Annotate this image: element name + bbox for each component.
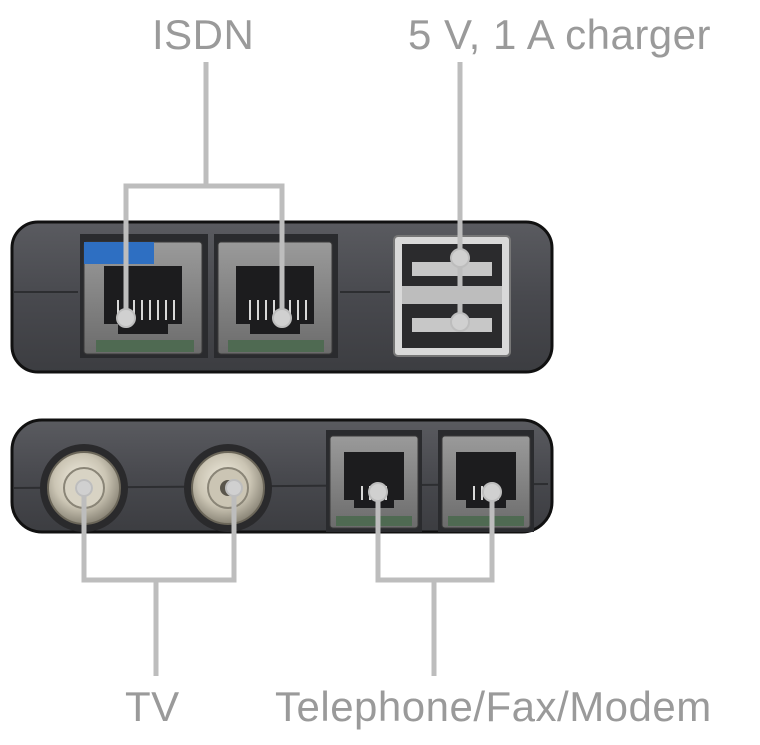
phone-leader-dots	[368, 482, 502, 502]
isdn-port	[80, 234, 208, 358]
tv-leader-lines	[81, 488, 237, 676]
charger-label: 5 V, 1 A charger	[408, 11, 712, 58]
rj11-port	[438, 430, 534, 532]
tv-label: TV	[125, 683, 180, 730]
bottom-panel	[10, 418, 554, 534]
telephone-fax-modem-label: Telephone/Fax/Modem	[275, 683, 712, 730]
rj11-port	[326, 430, 422, 532]
isdn-label: ISDN	[152, 11, 255, 58]
phone-leader-lines	[375, 492, 495, 676]
isdn-port	[214, 234, 338, 358]
tv-leader-dots	[75, 479, 243, 497]
isdn-leader-lines	[123, 62, 285, 318]
charger-leader-dots	[450, 248, 470, 332]
isdn-leader-dots	[116, 308, 292, 328]
